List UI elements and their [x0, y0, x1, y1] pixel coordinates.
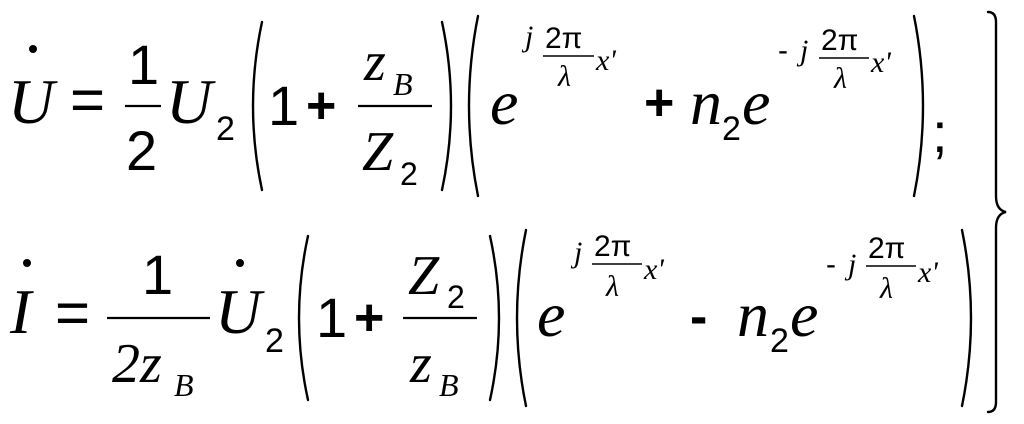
eq1-U-sub: 2 — [216, 110, 235, 148]
eq2-coef-den: 2z — [112, 333, 162, 395]
eq2-frac-num-sub: 2 — [447, 279, 465, 315]
eq2-n: n — [737, 279, 769, 350]
eq1-e2-den: λ — [833, 62, 847, 95]
eq2-paren1-open — [297, 234, 310, 402]
eq2-e1-num: 2π — [594, 230, 631, 263]
eq1-plus: + — [306, 77, 336, 135]
eq1-frac-den: Z — [362, 121, 394, 183]
eq2-e2-den: λ — [879, 272, 893, 305]
eq2-plus: + — [354, 289, 384, 347]
eq1-semicolon: ; — [932, 101, 948, 164]
eq1-e1-j: j — [521, 20, 533, 53]
eq1-paren2-close — [912, 14, 925, 198]
eq1-e1: e — [490, 67, 518, 138]
eq2-e1: e — [537, 279, 565, 350]
eq2-paren1-close — [488, 234, 501, 402]
eq2-e1-den: λ — [605, 270, 619, 303]
eq2-e2-x: x' — [917, 256, 938, 289]
eq2-paren2-close — [960, 228, 973, 408]
eq1-U: U — [166, 66, 216, 137]
equation-2: I = 1 2z B U 2 1 + Z 2 z B e j 2π λ x' - — [9, 228, 973, 408]
eq1-n: n — [690, 67, 722, 138]
eq1-op: + — [644, 74, 674, 132]
eq1-lhs-U: U — [8, 66, 58, 137]
eq1-paren1-close — [440, 20, 453, 192]
eq2-lhs-dot — [23, 259, 31, 267]
eq1-e1-den: λ — [557, 60, 571, 93]
eq1-e1-num: 2π — [545, 22, 582, 55]
eq2-U-sub: 2 — [265, 322, 284, 360]
eq2-U: U — [215, 276, 265, 347]
eq1-paren1-open — [251, 20, 264, 192]
eq1-e2-x: x' — [870, 46, 891, 79]
eq2-e1-x: x' — [643, 253, 664, 286]
eq2-e1-j: j — [570, 236, 582, 269]
eq2-n-sub: 2 — [770, 322, 789, 360]
equation-1: U = 1 2 U 2 1 + z B Z 2 e j 2π λ x' + n — [8, 14, 948, 198]
eq1-n-sub: 2 — [722, 110, 741, 148]
eq2-equals: = — [55, 279, 90, 346]
eq2-frac-den: z — [409, 333, 432, 395]
eq2-e2-num: 2π — [868, 232, 905, 265]
eq2-coef-den-sub: B — [174, 367, 194, 403]
eq1-e2-j: j — [796, 34, 808, 67]
eq2-paren2-open — [515, 228, 528, 408]
eq1-equals: = — [70, 66, 105, 133]
eq2-e2-minus: - — [826, 248, 836, 281]
eq2-e2-j: j — [844, 248, 856, 281]
right-brace — [986, 10, 1007, 414]
eq1-paren2-open — [467, 14, 480, 198]
eq1-e2-minus: - — [778, 34, 788, 67]
eq1-frac-num: z — [363, 31, 386, 93]
eq1-one: 1 — [268, 74, 299, 137]
eq2-frac-num: Z — [408, 245, 440, 307]
eq1-e1-x: x' — [595, 44, 616, 77]
eq1-coef-den: 2 — [126, 119, 157, 182]
eq1-e2-num: 2π — [821, 24, 858, 57]
eq2-frac-den-sub: B — [439, 367, 459, 403]
eq2-lhs-I: I — [9, 276, 34, 347]
eq2-coef-num: 1 — [142, 243, 173, 306]
eq2-U-dot — [236, 259, 244, 267]
eq1-e2: e — [742, 67, 770, 138]
eq1-frac-den-sub: 2 — [400, 156, 418, 192]
eq1-lhs-dot — [29, 45, 37, 53]
eq2-e2: e — [790, 279, 818, 350]
eq1-frac-num-sub: B — [393, 66, 413, 102]
eq1-coef-num: 1 — [128, 33, 159, 96]
eq2-one: 1 — [316, 286, 347, 349]
eq2-op: - — [690, 288, 707, 346]
